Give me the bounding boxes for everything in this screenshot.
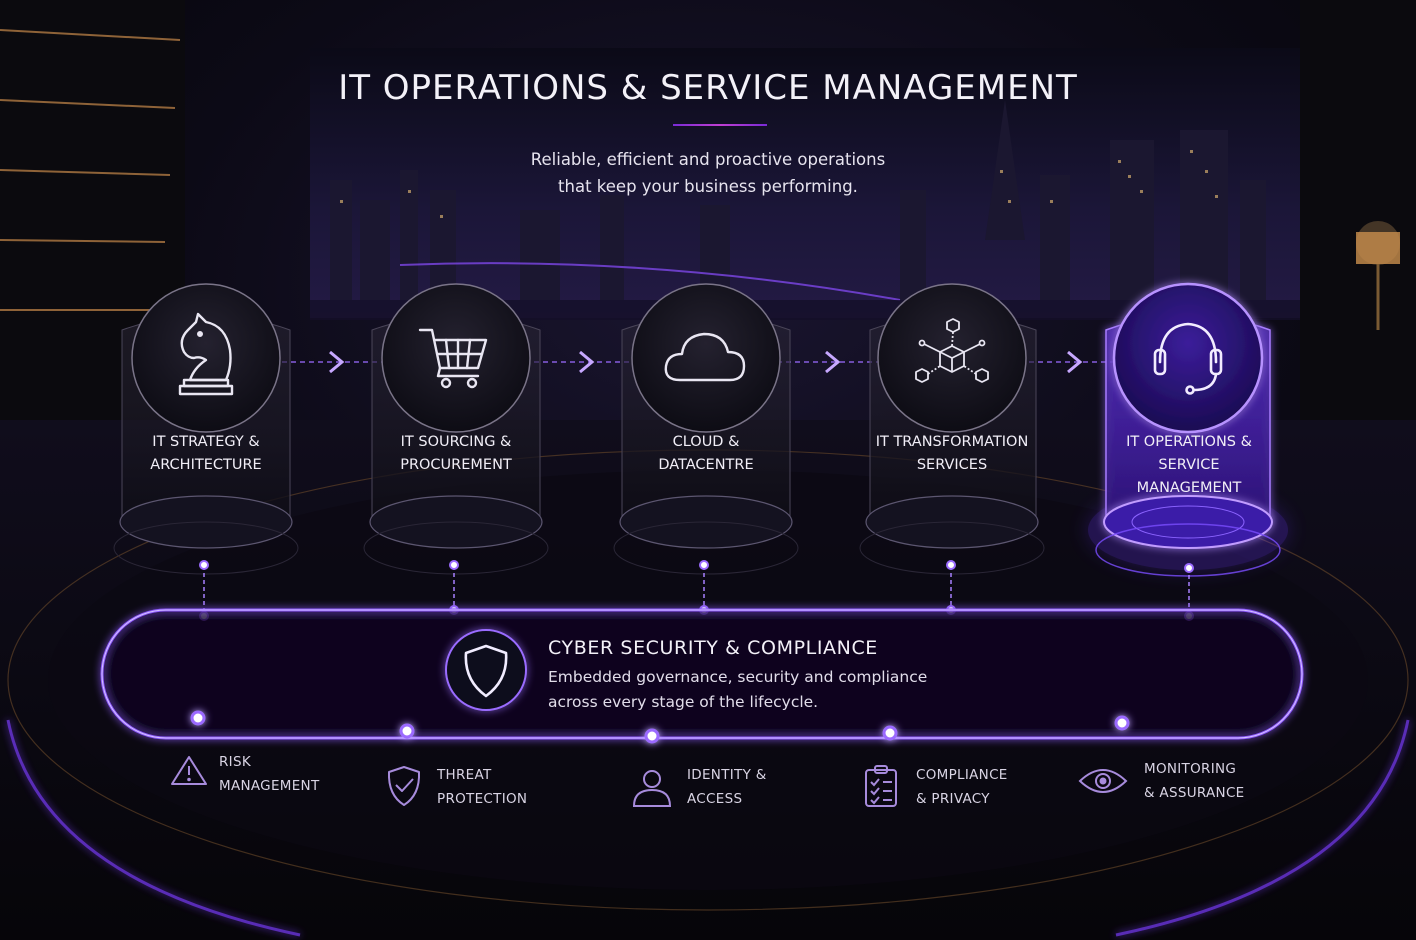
stage-label-line: PROCUREMENT [400,457,512,473]
pillar-label-line: THREAT [437,767,492,783]
title-underline [673,124,767,126]
security-loop [100,608,1304,740]
user-icon [632,770,672,807]
pillar-label-threat-protection: THREAT PROTECTION [437,763,527,811]
shield-icon [445,629,527,711]
lounge-wall [1300,0,1416,430]
stage-label-it-strategy: IT STRATEGY & ARCHITECTURE [106,431,306,477]
stage-label-line: IT SOURCING & [400,434,512,450]
description-line: across every stage of the lifecycle. [548,693,819,711]
flow-arrow [825,350,841,374]
cyber-security-title: CYBER SECURITY & COMPLIANCE [548,637,878,659]
stage-label-line: CLOUD & [672,434,740,450]
stage-label-it-operations: IT OPERATIONS & SERVICE MANAGEMENT [1089,431,1289,500]
stage-label-it-transformation: IT TRANSFORMATION SERVICES [852,431,1052,477]
warning-triangle-icon [171,756,207,785]
shield-check-icon [387,766,421,806]
pillar-label-line: MONITORING [1144,761,1237,777]
stage-label-line: SERVICES [916,457,988,473]
stage-pod [363,283,549,575]
pillar-label-line: & ASSURANCE [1144,785,1245,801]
stage-label-line: IT TRANSFORMATION [875,434,1029,450]
pillar-label-line: IDENTITY & [687,767,767,783]
network-cubes-icon [915,318,989,383]
stage-label-line: MANAGEMENT [1136,480,1242,496]
chess-knight-icon [178,312,234,396]
pillar-label-line: ACCESS [687,791,743,807]
stage-pod [613,283,799,575]
pillar-label-line: RISK [219,754,251,770]
page-title: IT OPERATIONS & SERVICE MANAGEMENT [338,68,1078,108]
cyber-security-description: Embedded governance, security and compli… [548,665,927,715]
eye-icon [1078,769,1128,793]
flow-arrow [579,350,595,374]
stage-pod [113,283,299,575]
description-line: Embedded governance, security and compli… [548,668,928,686]
cloud-icon [664,332,746,382]
platform-edge-glow-left [6,719,301,937]
subtitle-line: that keep your business performing. [558,177,858,196]
flow-arrow [329,350,345,374]
city-window-backdrop [310,48,1300,320]
page-subtitle: Reliable, efficient and proactive operat… [0,146,1416,200]
pillar-nodes [190,710,1130,744]
shopping-cart-icon [418,328,488,389]
pillar-label-monitoring-assurance: MONITORING & ASSURANCE [1144,757,1245,805]
stage-label-line: SERVICE [1158,457,1220,473]
stage-label-line: DATACENTRE [658,457,754,473]
pillar-label-risk-management: RISK MANAGEMENT [219,750,320,798]
stage-label-line: ARCHITECTURE [150,457,262,473]
stage-pod [859,283,1045,575]
pillar-label-line: MANAGEMENT [219,778,320,794]
stage-to-security-connectors [203,566,1190,616]
clipboard-checklist-icon [865,765,897,807]
pillar-label-identity-access: IDENTITY & ACCESS [687,763,767,811]
platform-edge-glow-right [1115,719,1410,937]
pillar-label-line: COMPLIANCE [916,767,1008,783]
stage-label-cloud: CLOUD & DATACENTRE [606,431,806,477]
stage-label-it-sourcing: IT SOURCING & PROCUREMENT [356,431,556,477]
stage-label-line: IT STRATEGY & [152,434,260,450]
pillar-label-line: & PRIVACY [916,791,990,807]
subtitle-line: Reliable, efficient and proactive operat… [530,150,886,169]
pillar-label-line: PROTECTION [437,791,528,807]
stage-pod-active [1088,282,1288,577]
headset-icon [1153,322,1223,395]
stage-label-line: IT OPERATIONS & [1126,434,1252,450]
flow-arrow [1067,350,1083,374]
pillar-label-compliance-privacy: COMPLIANCE & PRIVACY [916,763,1008,811]
